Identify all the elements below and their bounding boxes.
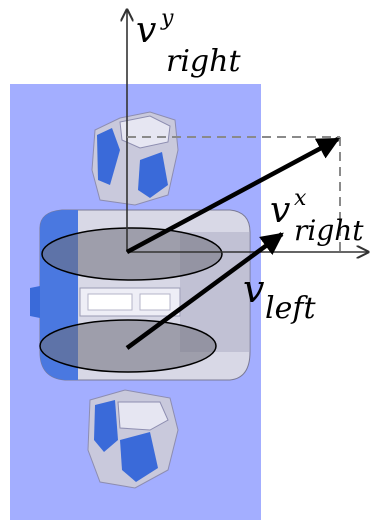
top-wheel [41, 227, 223, 281]
label-v-right-x: v x right [270, 186, 364, 247]
v-right-vector [125, 137, 340, 254]
label-v-right-y: v y right [136, 6, 241, 79]
bottom-arm [87, 389, 179, 489]
robot-illustration [30, 111, 251, 489]
top-arm [91, 111, 179, 206]
label-v-left: v left [243, 267, 316, 326]
v-left-vector [125, 232, 284, 350]
